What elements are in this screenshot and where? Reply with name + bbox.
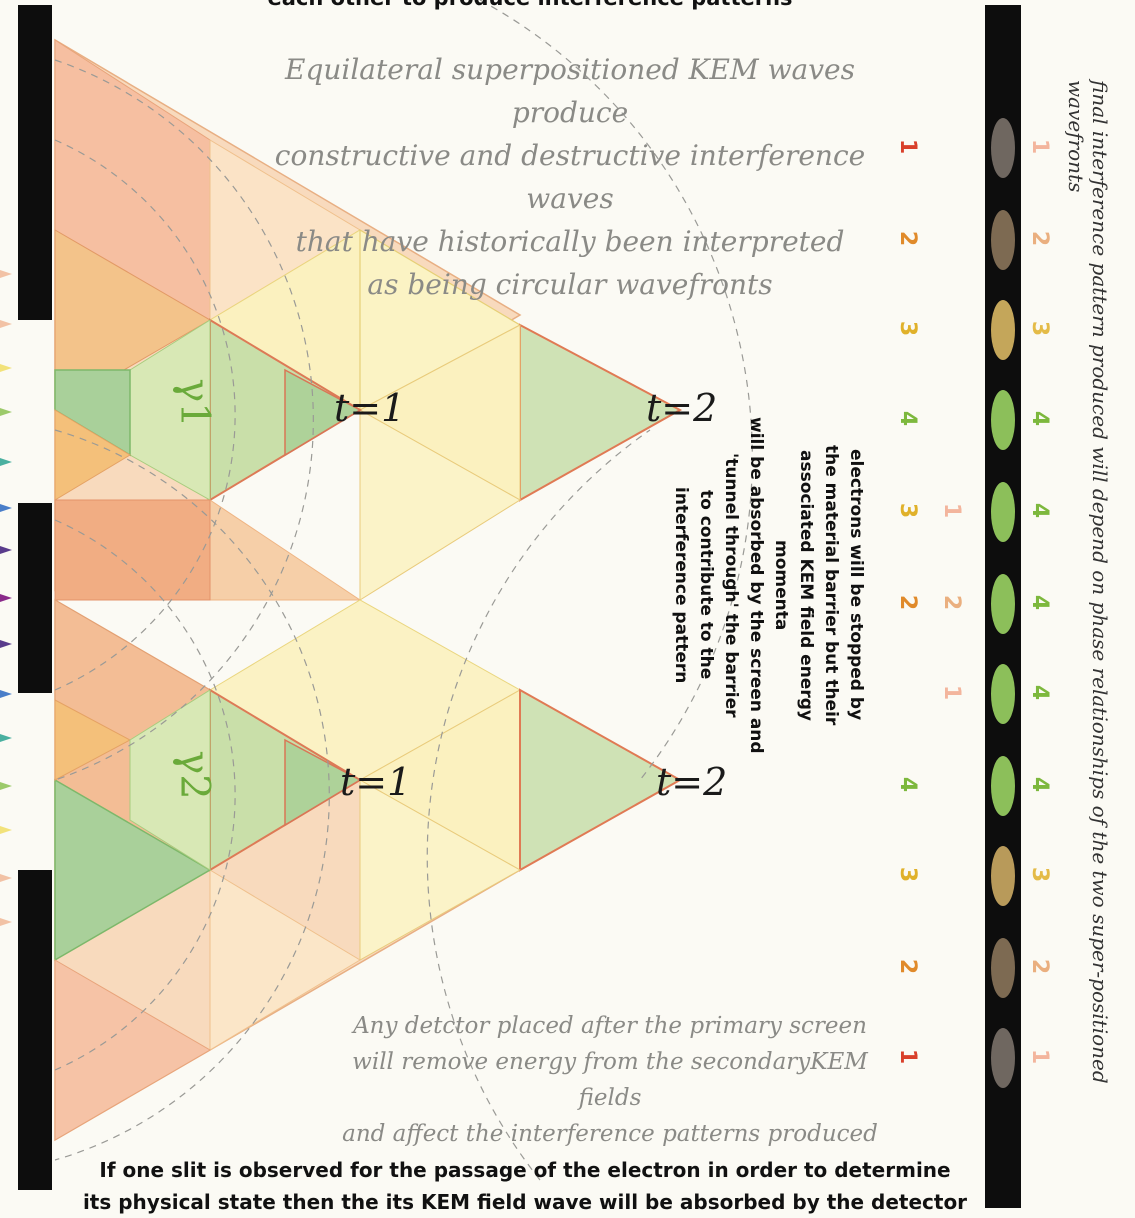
order-number: 2 xyxy=(1027,230,1053,247)
detector-caption: Any detctor placed after the primary scr… xyxy=(320,1008,900,1152)
order-number: 4 xyxy=(1027,594,1053,611)
order-number: 4 xyxy=(1027,502,1053,519)
t1-lower-label: t=1 xyxy=(340,760,412,804)
gamma1-label: γ1 xyxy=(171,378,218,428)
electrons-line-7: interference pattern xyxy=(671,486,691,684)
order-column-2: 1 2 1 xyxy=(939,0,974,1208)
order-number: 2 xyxy=(895,958,921,975)
bottom-line-2: its physical state then the its KEM fiel… xyxy=(82,1190,968,1214)
t2-lower-label: t=2 xyxy=(656,760,728,804)
fringe-spot-6 xyxy=(991,574,1015,634)
fringe-spot-11 xyxy=(991,1028,1015,1088)
order-number: 3 xyxy=(895,320,921,337)
bottom-line-1: If one slit is observed for the passage … xyxy=(99,1158,951,1182)
intro-line-2: constructive and destructive interferenc… xyxy=(274,139,866,215)
intro-line-4: as being circular wavefronts xyxy=(367,268,773,301)
electrons-line-1: electrons will be stopped by xyxy=(846,449,866,721)
intro-line-1: Equilateral superpositioned KEM waves pr… xyxy=(285,53,855,129)
order-number: 3 xyxy=(895,502,921,519)
fringe-spot-7 xyxy=(991,664,1015,724)
order-number: 4 xyxy=(1027,776,1053,793)
detector-line-2: will remove energy from the secondaryKEM… xyxy=(352,1049,868,1111)
detector-line-1: Any detctor placed after the primary scr… xyxy=(353,1013,867,1039)
fringe-spot-4 xyxy=(991,390,1015,450)
top-heading-cut: each other to produce interference patte… xyxy=(230,0,830,10)
intro-caption: Equilateral superpositioned KEM waves pr… xyxy=(240,48,900,306)
electrons-line-5: 'tunnel through' the barrier xyxy=(721,452,741,718)
order-number: 1 xyxy=(1027,1048,1053,1065)
fringe-spot-5 xyxy=(991,482,1015,542)
order-number: 1 xyxy=(939,684,965,701)
order-number: 4 xyxy=(1027,684,1053,701)
electrons-line-2: the material barrier but their xyxy=(821,444,841,726)
electrons-line-4: will be absorbed by the screen and xyxy=(746,416,766,754)
order-number: 4 xyxy=(1027,410,1053,427)
order-number: 1 xyxy=(939,502,965,519)
electrons-caption: electrons will be stopped by the materia… xyxy=(668,405,868,765)
slit-barrier xyxy=(18,5,52,1190)
fringe-spot-1 xyxy=(991,118,1015,178)
order-number: 2 xyxy=(1027,958,1053,975)
fringe-spot-10 xyxy=(991,938,1015,998)
order-number: 3 xyxy=(895,866,921,883)
fringe-spot-3 xyxy=(991,300,1015,360)
order-number: 2 xyxy=(895,594,921,611)
t2-upper-label: t=2 xyxy=(646,386,718,430)
detector-line-3: and affect the interference patterns pro… xyxy=(342,1121,878,1147)
electrons-line-6: to contribute to the xyxy=(696,490,716,680)
fringe-spot-8 xyxy=(991,756,1015,816)
dashed-circular-wavefronts xyxy=(54,0,753,1181)
fringe-spot-9 xyxy=(991,846,1015,906)
electrons-line-3: associated KEM field energy momenta xyxy=(771,449,816,721)
order-number: 2 xyxy=(939,594,965,611)
upper-wavefront-system xyxy=(54,38,683,601)
gamma2-label: γ2 xyxy=(171,750,218,800)
lower-wavefront-system xyxy=(54,598,683,1142)
order-number: 3 xyxy=(1027,320,1053,337)
t1-upper-label: t=1 xyxy=(334,386,406,430)
intro-line-3: that have historically been interpreted xyxy=(295,225,845,258)
order-number: 4 xyxy=(895,776,921,793)
order-number: 1 xyxy=(1027,138,1053,155)
fringe-spot-2 xyxy=(991,210,1015,270)
order-number: 2 xyxy=(895,230,921,247)
order-number: 4 xyxy=(895,410,921,427)
interference-fringes xyxy=(991,118,1015,1088)
order-number: 1 xyxy=(895,138,921,155)
order-number: 3 xyxy=(1027,866,1053,883)
order-column-3: 1 2 3 4 4 4 4 4 3 2 1 xyxy=(1027,0,1062,1208)
side-caption: final interference pattern produced will… xyxy=(1064,80,1112,1084)
incoming-wave-arrows xyxy=(0,270,12,926)
bottom-caption: If one slit is observed for the passage … xyxy=(60,1154,990,1218)
